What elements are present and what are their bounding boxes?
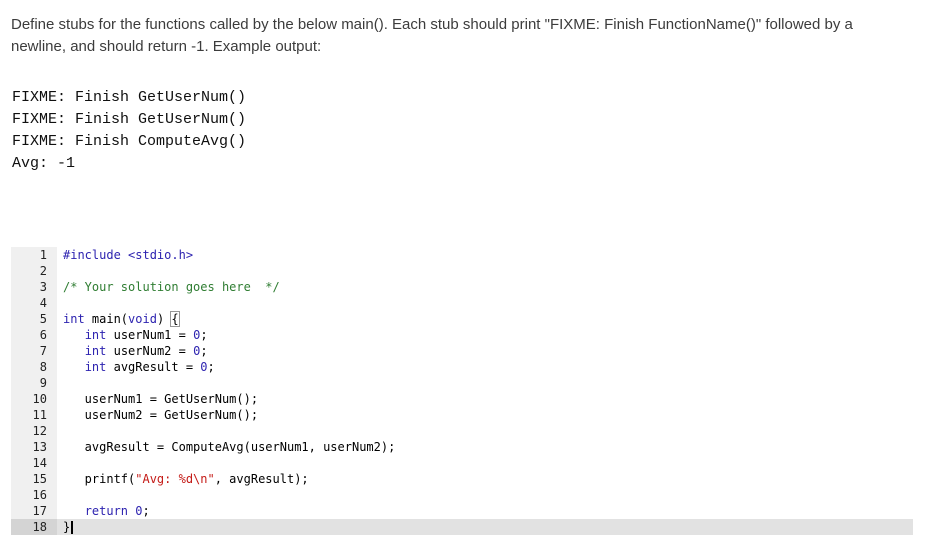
code-line-content[interactable]: return 0; [57,503,913,519]
code-line[interactable]: 14 [11,455,913,471]
line-number: 7 [11,343,57,359]
line-number: 4 [11,295,57,311]
code-token-pre: <stdio.h> [128,248,194,262]
code-token-pl: , avgResult); [214,472,309,486]
code-token-pl: userNum1 = [106,328,194,342]
code-token-kw: int [84,360,107,374]
code-token-pl: ; [200,328,208,342]
code-token-pl: userNum2 = [106,344,194,358]
code-line[interactable]: 18} [11,519,913,535]
line-number: 13 [11,439,57,455]
code-token-pl: } [63,520,71,534]
code-line[interactable]: 6 int userNum1 = 0; [11,327,913,343]
code-line[interactable]: 7 int userNum2 = 0; [11,343,913,359]
code-token-num: 0 [193,344,201,358]
line-number: 9 [11,375,57,391]
code-line-content[interactable]: userNum2 = GetUserNum(); [57,407,913,423]
code-line-content[interactable] [57,295,913,311]
code-line[interactable]: 1#include <stdio.h> [11,247,913,263]
code-token-cm: /* Your solution goes here */ [63,280,280,294]
instructions-text: Define stubs for the functions called by… [11,16,853,55]
line-number: 12 [11,423,57,439]
code-line-content[interactable] [57,375,913,391]
code-token-pl: ; [200,344,208,358]
line-number: 17 [11,503,57,519]
example-output-line: FIXME: Finish GetUserNum() [12,111,247,128]
code-token-pl: avgResult = ComputeAvg(userNum1, userNum… [63,440,396,454]
line-number: 14 [11,455,57,471]
code-line-content[interactable]: avgResult = ComputeAvg(userNum1, userNum… [57,439,913,455]
code-line-content[interactable]: int userNum1 = 0; [57,327,913,343]
code-line-content[interactable]: #include <stdio.h> [57,247,913,263]
code-line[interactable]: 11 userNum2 = GetUserNum(); [11,407,913,423]
code-token-pre: #include [63,248,121,262]
code-line[interactable]: 16 [11,487,913,503]
code-token-pl: ; [207,360,215,374]
line-number: 5 [11,311,57,327]
code-line[interactable]: 2 [11,263,913,279]
code-line-content[interactable] [57,487,913,503]
code-line-content[interactable]: printf("Avg: %d\n", avgResult); [57,471,913,487]
code-token-pl: avgResult = [106,360,201,374]
line-number: 11 [11,407,57,423]
code-line[interactable]: 15 printf("Avg: %d\n", avgResult); [11,471,913,487]
code-token-pl [63,504,85,518]
code-token-pl [63,344,85,358]
code-token-kw: void [128,312,157,326]
code-line-content[interactable]: int avgResult = 0; [57,359,913,375]
code-token-pl: ; [142,504,150,518]
code-token-pl: main( [84,312,129,326]
code-line[interactable]: 8 int avgResult = 0; [11,359,913,375]
line-number: 18 [11,519,57,535]
example-output-line: Avg: -1 [12,155,76,172]
code-token-kw: return [84,504,129,518]
code-line-content[interactable]: } [57,519,913,535]
text-cursor [71,521,74,534]
code-line-content[interactable]: int userNum2 = 0; [57,343,913,359]
code-line[interactable]: 4 [11,295,913,311]
code-token-pl: userNum1 = GetUserNum(); [63,392,259,406]
line-number: 15 [11,471,57,487]
code-line-content[interactable]: userNum1 = GetUserNum(); [57,391,913,407]
line-number: 1 [11,247,57,263]
code-token-num: 0 [200,360,208,374]
line-number: 16 [11,487,57,503]
code-token-pl [63,328,85,342]
line-number: 10 [11,391,57,407]
code-line-content[interactable]: /* Your solution goes here */ [57,279,913,295]
code-token-pl: userNum2 = GetUserNum(); [63,408,259,422]
line-number: 8 [11,359,57,375]
code-token-pl [121,248,128,262]
code-line[interactable]: 3 /* Your solution goes here */ [11,279,913,295]
code-token-kw: int [84,344,107,358]
code-line[interactable]: 13 avgResult = ComputeAvg(userNum1, user… [11,439,913,455]
code-token-num: 0 [193,328,201,342]
code-token-pl: printf( [63,472,136,486]
code-token-num: 0 [135,504,143,518]
code-token-pl [63,360,85,374]
code-line-content[interactable]: int main(void) { [57,311,913,327]
line-number: 2 [11,263,57,279]
code-token-kw: int [63,312,85,326]
code-line[interactable]: 12 [11,423,913,439]
code-token-bracket: { [170,311,180,327]
code-line[interactable]: 10 userNum1 = GetUserNum(); [11,391,913,407]
code-line[interactable]: 17 return 0; [11,503,913,519]
line-number: 3 [11,279,57,295]
code-token-kw: int [84,328,107,342]
code-line[interactable]: 9 [11,375,913,391]
code-line-content[interactable] [57,455,913,471]
code-line-content[interactable] [57,263,913,279]
code-line-content[interactable] [57,423,913,439]
line-number: 6 [11,327,57,343]
code-token-pl: ) [156,312,172,326]
code-token-str: "Avg: %d\n" [135,472,215,486]
example-output-line: FIXME: Finish GetUserNum() [12,89,247,106]
example-output-line: FIXME: Finish ComputeAvg() [12,133,247,150]
example-output: FIXME: Finish GetUserNum() FIXME: Finish… [12,87,913,175]
